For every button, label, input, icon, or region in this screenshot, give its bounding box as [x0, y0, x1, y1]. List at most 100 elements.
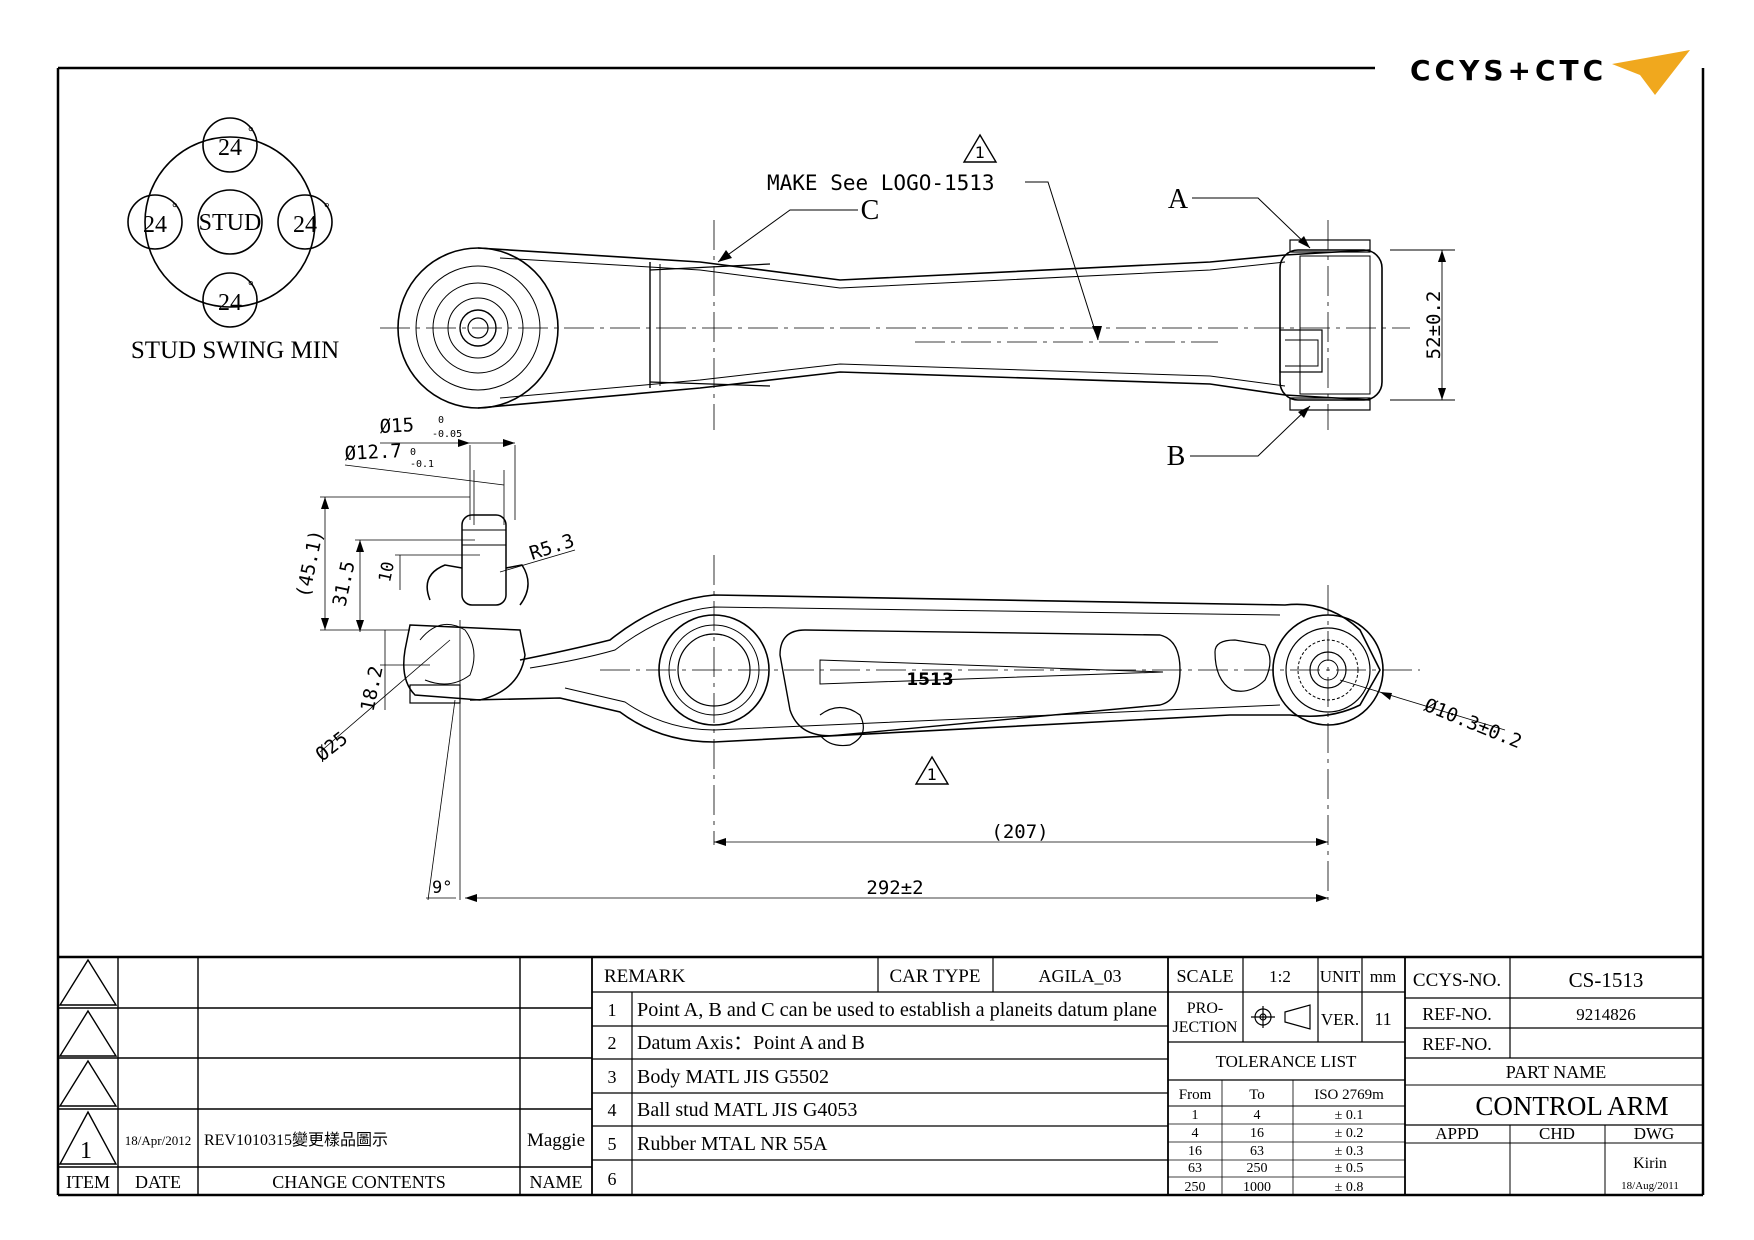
remark-table: [592, 957, 1169, 1195]
scale-label: SCALE: [1176, 966, 1233, 986]
top-view: MAKE See LOGO-1513 1 C A B 52±0.2: [380, 133, 1455, 472]
remark-text: Rubber MTAL NR 55A: [637, 1133, 828, 1155]
dim-9deg: 9°: [432, 878, 452, 898]
dwg-name: Kirin: [1633, 1155, 1667, 1172]
tolerance-header-iso: ISO 2769m: [1314, 1087, 1384, 1103]
logo-mark-icon: [1612, 50, 1690, 95]
tolerance-cell: 250: [1247, 1161, 1268, 1176]
swing-angle-top: 24: [218, 135, 242, 161]
scale-value: 1:2: [1269, 967, 1291, 986]
dim-45: (45.1): [292, 528, 328, 600]
tolerance-cell: 1: [1192, 1108, 1199, 1123]
third-angle-projection-icon: [1251, 1004, 1311, 1030]
degree-mark: °: [248, 279, 254, 294]
tolerance-cell: 4: [1192, 1126, 1199, 1141]
point-c-label: C: [861, 195, 880, 226]
tolerance-cell: 250: [1185, 1180, 1206, 1195]
ver-label: VER.: [1321, 1010, 1359, 1029]
degree-mark: °: [172, 201, 178, 216]
degree-mark: °: [248, 125, 254, 140]
revision-row-date: 18/Apr/2012: [125, 1133, 191, 1148]
ref-no-value: 9214826: [1576, 1005, 1636, 1024]
tolerance-cell: ± 0.1: [1335, 1108, 1364, 1123]
dim-292: 292±2: [866, 877, 923, 899]
tolerance-cell: ± 0.2: [1335, 1126, 1364, 1141]
dim-dia10: Ø10.3±0.2: [1421, 694, 1525, 753]
car-type-value: AGILA_03: [1039, 966, 1122, 986]
remark-text: Point A, B and C can be used to establis…: [637, 999, 1157, 1021]
point-a-label: A: [1168, 184, 1189, 215]
revision-table: [58, 957, 593, 1195]
header-item: ITEM: [66, 1172, 110, 1192]
dim-18: 18.2: [357, 664, 388, 713]
dim-dia15-tol-upper: 0: [438, 415, 444, 426]
swing-caption: STUD SWING MIN: [131, 337, 339, 364]
dim-dia12-tol-upper: 0: [410, 447, 416, 458]
chd-label: CHD: [1539, 1124, 1575, 1143]
revision-row-name: Maggie: [527, 1130, 585, 1151]
tolerance-header-to: To: [1249, 1087, 1265, 1103]
side-view: 1513 1 Ø15 0: [292, 414, 1525, 902]
tolerance-cell: ± 0.3: [1335, 1144, 1364, 1159]
tolerance-cell: 16: [1188, 1144, 1202, 1159]
tolerance-cell: 63: [1250, 1144, 1264, 1159]
tolerance-cell: 1000: [1243, 1180, 1271, 1195]
projection-label: PRO-: [1187, 1000, 1223, 1017]
logo-text: CCYS+CTC: [1410, 54, 1607, 87]
part-marking: 1513: [906, 670, 953, 690]
tolerance-cell: ± 0.5: [1335, 1161, 1364, 1176]
degree-mark: °: [324, 201, 330, 216]
remark-text: Datum Axis：Point A and B: [637, 1032, 865, 1054]
remark-text: Ball stud MATL JIS G4053: [637, 1099, 857, 1121]
dwg-label: DWG: [1634, 1124, 1675, 1143]
stud-swing-diagram: STUD 24 24 24 24 ° ° ° ° STUD SWING MIN: [127, 117, 339, 364]
tolerance-cell: 63: [1188, 1161, 1202, 1176]
part-name-value: CONTROL ARM: [1475, 1091, 1668, 1121]
header-name: NAME: [530, 1172, 583, 1192]
remark-no: 1: [608, 1000, 617, 1020]
ref-no-2-label: REF-NO.: [1422, 1034, 1492, 1054]
stud-label: STUD: [199, 210, 262, 236]
make-see-note: MAKE See LOGO-1513: [767, 171, 995, 195]
dim-207: (207): [991, 821, 1048, 843]
ball-joint: [403, 514, 529, 704]
company-logo: CCYS+CTC: [1410, 50, 1690, 95]
ccys-no-label: CCYS-NO.: [1413, 970, 1501, 991]
tolerance-cell: 4: [1254, 1108, 1261, 1123]
swing-angle-left: 24: [143, 212, 167, 238]
remark-no: 6: [608, 1169, 617, 1189]
revision-row-flag: 1: [80, 1138, 92, 1164]
ver-value: 11: [1374, 1009, 1391, 1029]
dim-dia25: Ø25: [312, 727, 353, 765]
dim-dia15: Ø15: [379, 414, 414, 438]
remark-text: Body MATL JIS G5502: [637, 1066, 829, 1088]
remark-no: 4: [608, 1100, 617, 1120]
unit-value: mm: [1370, 967, 1396, 986]
swing-angle-bottom: 24: [218, 290, 242, 316]
car-type-label: CAR TYPE: [890, 966, 981, 987]
dim-dia12: Ø12.7: [344, 440, 402, 465]
dim-31: 31.5: [329, 559, 360, 608]
swing-angle-right: 24: [293, 212, 317, 238]
title-block: [1405, 957, 1703, 1195]
revision-row-change: REV1010315變更樣品圖示: [204, 1131, 388, 1149]
appd-label: APPD: [1435, 1124, 1478, 1143]
tolerance-title: TOLERANCE LIST: [1216, 1052, 1357, 1071]
dim-52: 52±0.2: [1423, 291, 1445, 360]
ref-no-label: REF-NO.: [1422, 1004, 1492, 1024]
dim-dia15-tol-lower: -0.05: [432, 429, 462, 440]
header-date: DATE: [135, 1172, 181, 1192]
tolerance-header-from: From: [1179, 1087, 1212, 1103]
ball-joint-dimensions: Ø15 0 -0.05 Ø12.7 0 -0.1 R5.3 (45.1) 31.…: [292, 414, 577, 766]
tolerance-cell: ± 0.8: [1335, 1180, 1364, 1195]
part-name-label: PART NAME: [1506, 1062, 1606, 1082]
dim-r53: R5.3: [527, 530, 577, 565]
header-change: CHANGE CONTENTS: [272, 1172, 446, 1192]
dwg-date: 18/Aug/2011: [1621, 1180, 1679, 1192]
scale-block: [1168, 957, 1406, 1195]
tolerance-cell: 16: [1250, 1126, 1264, 1141]
revision-flag-side: 1: [927, 765, 937, 784]
remark-no: 2: [608, 1033, 617, 1053]
revision-flag-top: 1: [975, 143, 985, 162]
